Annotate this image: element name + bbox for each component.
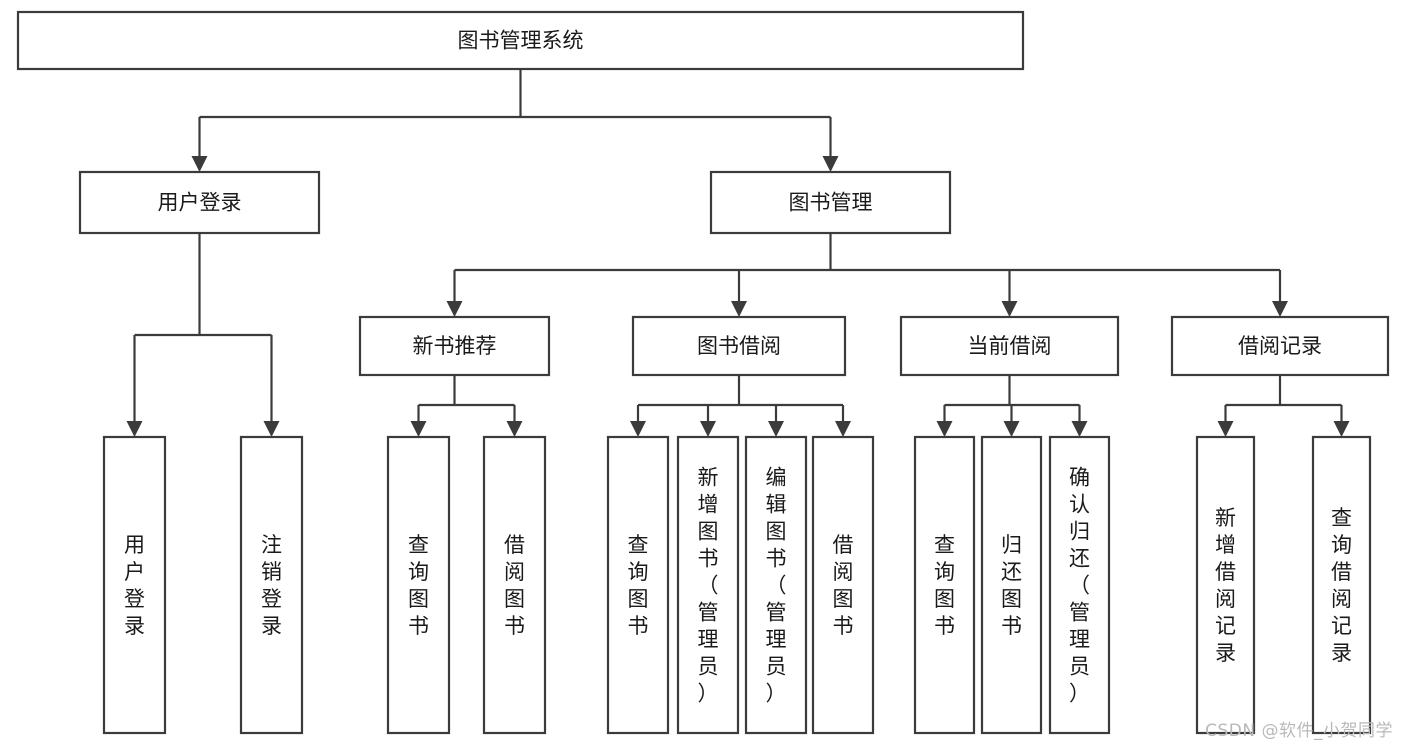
node-layer: 图书管理系统用户登录用户登录注销登录图书管理新书推荐查询图书借阅图书图书借阅查询… [16,10,1390,735]
node-label-br-query-record: 查询借阅记录 [1331,506,1352,665]
conn-book-management-branch-2-arrowhead [1001,301,1018,317]
node-box-bb-query-book [606,435,670,735]
node-user-logout-leaf[interactable]: 注销登录 [239,435,304,735]
node-nbr-borrow-book[interactable]: 借阅图书 [482,435,547,735]
conn-book-borrow-branch-0-arrowhead [630,421,646,437]
conn-new-book-recommend-branch-1-arrowhead [506,421,523,437]
node-label-root: 图书管理系统 [458,29,584,53]
node-box-borrow-record [1170,315,1390,377]
node-label-current-borrow: 当前借阅 [968,334,1052,358]
node-box-br-query-record [1311,435,1372,735]
node-box-bb-edit-book [744,435,808,735]
node-box-br-add-record [1195,435,1256,735]
conn-borrow-record-branch-1-arrowhead [1333,421,1350,437]
node-box-user-logout-leaf [239,435,304,735]
node-label-cb-return-book: 归还图书 [1001,533,1022,638]
node-label-cb-confirm-return: 确认归还（管理员） [1069,466,1090,706]
conn-user-login-branch-0-arrowhead [126,421,143,437]
node-box-bb-add-book [676,435,740,735]
connector-layer [126,69,1350,437]
conn-borrow-record-branch-0-arrowhead [1217,421,1234,437]
node-label-book-management: 图书管理 [789,191,873,215]
node-label-borrow-record: 借阅记录 [1238,334,1322,358]
node-box-cb-return-book [980,435,1043,735]
node-box-root [16,10,1025,71]
node-bb-edit-book[interactable]: 编辑图书（管理员） [744,435,808,735]
node-box-cb-query-book [913,435,976,735]
node-book-borrow[interactable]: 图书借阅 [631,315,847,377]
conn-root-branch-1-arrowhead [822,156,839,172]
node-nbr-query-book[interactable]: 查询图书 [386,435,451,735]
node-user-login[interactable]: 用户登录 [78,170,321,235]
conn-book-borrow-branch-1-arrowhead [700,421,716,437]
conn-book-management-branch-1-arrowhead [731,301,747,317]
conn-root-branch-0-arrowhead [191,156,208,172]
node-bb-query-book[interactable]: 查询图书 [606,435,670,735]
conn-book-borrow-branch-2-arrowhead [768,421,784,437]
node-cb-query-book[interactable]: 查询图书 [913,435,976,735]
node-label-bb-borrow-book: 借阅图书 [833,533,854,638]
node-label-user-logout-leaf: 注销登录 [261,533,282,638]
node-box-user-login-leaf [102,435,167,735]
node-box-new-book-recommend [358,315,551,377]
node-box-nbr-query-book [386,435,451,735]
node-br-query-record[interactable]: 查询借阅记录 [1311,435,1372,735]
node-label-new-book-recommend: 新书推荐 [413,334,497,358]
node-box-nbr-borrow-book [482,435,547,735]
node-book-management[interactable]: 图书管理 [709,170,952,235]
node-new-book-recommend[interactable]: 新书推荐 [358,315,551,377]
node-label-book-borrow: 图书借阅 [697,334,781,358]
node-label-user-login-leaf: 用户登录 [124,533,145,638]
node-br-add-record[interactable]: 新增借阅记录 [1195,435,1256,735]
node-label-bb-query-book: 查询图书 [628,533,649,638]
conn-book-management-branch-0-arrowhead [446,301,463,317]
node-box-current-borrow [899,315,1120,377]
conn-current-borrow-branch-2-arrowhead [1071,421,1088,437]
node-label-user-login: 用户登录 [158,191,242,215]
conn-current-borrow-branch-0-arrowhead [936,421,953,437]
node-label-br-add-record: 新增借阅记录 [1215,506,1236,665]
node-box-book-management [709,170,952,235]
node-label-cb-query-book: 查询图书 [934,533,955,638]
node-borrow-record[interactable]: 借阅记录 [1170,315,1390,377]
node-cb-confirm-return[interactable]: 确认归还（管理员） [1048,435,1111,735]
node-label-bb-edit-book: 编辑图书（管理员） [766,466,787,706]
node-bb-borrow-book[interactable]: 借阅图书 [811,435,875,735]
node-bb-add-book[interactable]: 新增图书（管理员） [676,435,740,735]
node-label-bb-add-book: 新增图书（管理员） [698,466,719,706]
node-cb-return-book[interactable]: 归还图书 [980,435,1043,735]
node-label-nbr-query-book: 查询图书 [408,533,429,638]
node-box-user-login [78,170,321,235]
node-label-nbr-borrow-book: 借阅图书 [504,533,525,638]
node-box-book-borrow [631,315,847,377]
node-box-bb-borrow-book [811,435,875,735]
node-box-cb-confirm-return [1048,435,1111,735]
conn-user-login-branch-1-arrowhead [263,421,280,437]
node-root[interactable]: 图书管理系统 [16,10,1025,71]
watermark: CSDN @软件_小贺同学 [1205,721,1393,741]
conn-current-borrow-branch-1-arrowhead [1003,421,1020,437]
conn-new-book-recommend-branch-0-arrowhead [410,421,427,437]
node-current-borrow[interactable]: 当前借阅 [899,315,1120,377]
conn-book-management-branch-3-arrowhead [1272,301,1288,317]
node-user-login-leaf[interactable]: 用户登录 [102,435,167,735]
conn-book-borrow-branch-3-arrowhead [835,421,851,437]
